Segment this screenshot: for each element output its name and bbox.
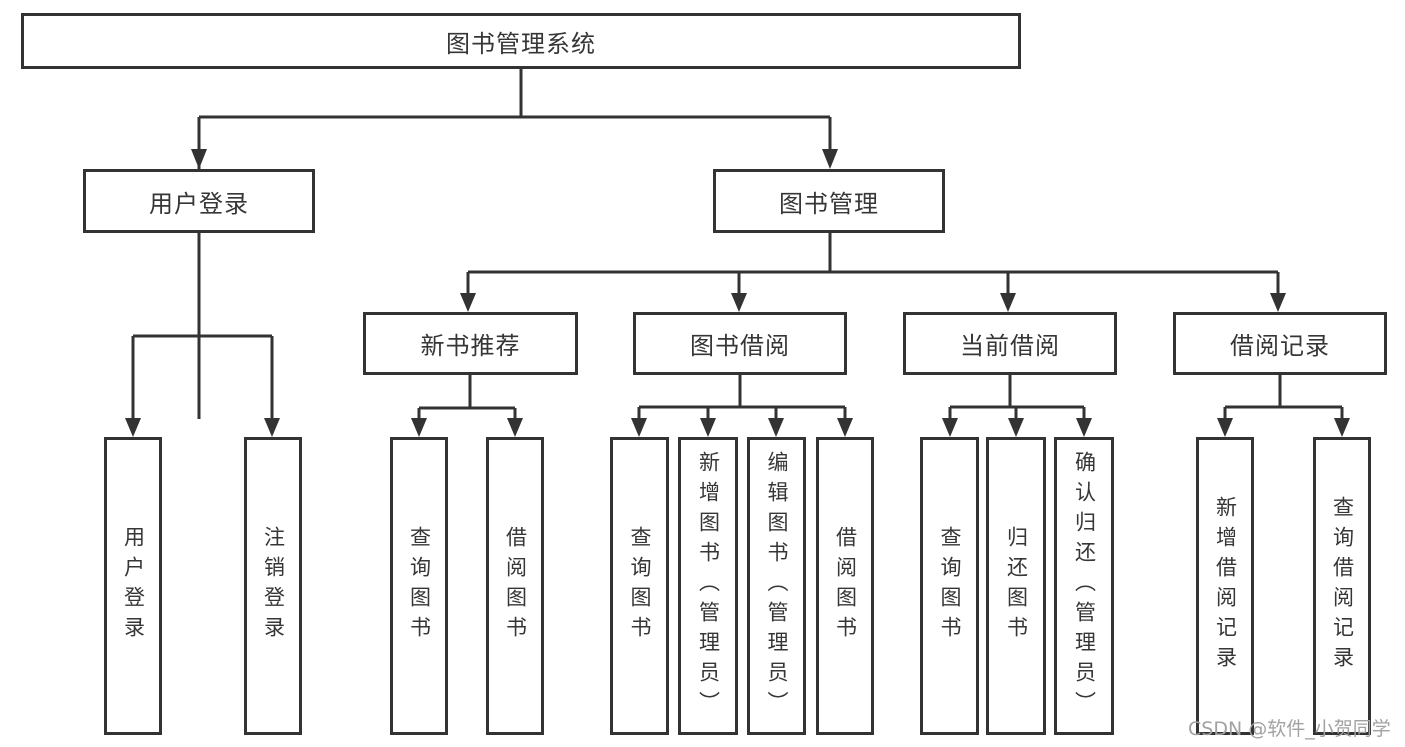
leaf-logout-label: 注销登录 <box>261 526 286 646</box>
leaf-return-book-label: 归还图书 <box>1004 526 1029 646</box>
leaf-borrow-book-label: 借阅图书 <box>833 526 858 646</box>
leaf-borrow-book: 借阅图书 <box>816 437 874 735</box>
leaf-edit-book-admin: 编辑图书（管理员） <box>747 437 806 735</box>
node-book-borrow: 图书借阅 <box>633 312 847 375</box>
leaf-query-book-current-label: 查询图书 <box>938 526 962 646</box>
csdn-watermark: CSDN @软件_小贺同学 <box>1188 718 1391 740</box>
leaf-query-borrow-record-label: 查询借阅记录 <box>1330 496 1355 676</box>
leaf-logout: 注销登录 <box>244 437 302 735</box>
arrow-down-icon <box>1008 418 1024 437</box>
leaf-borrow-book-recommend-label: 借阅图书 <box>503 526 528 646</box>
arrow-down-icon <box>700 418 716 437</box>
arrow-down-icon <box>460 293 476 312</box>
node-book-borrow-label: 图书借阅 <box>690 332 790 360</box>
connector-lines <box>131 69 1344 420</box>
node-root: 图书管理系统 <box>21 13 1021 69</box>
arrow-down-icon <box>731 293 747 312</box>
arrow-down-icon <box>1270 293 1286 312</box>
leaf-add-borrow-record: 新增借阅记录 <box>1196 437 1254 735</box>
node-user-login: 用户登录 <box>83 169 315 233</box>
node-book-management: 图书管理 <box>713 169 945 233</box>
arrow-down-icon <box>837 418 853 437</box>
leaf-query-book-recommend: 查询图书 <box>390 437 448 735</box>
leaf-query-book-borrow-label: 查询图书 <box>628 526 652 646</box>
leaf-add-borrow-record-label: 新增借阅记录 <box>1213 496 1238 676</box>
arrow-down-icon <box>264 418 280 437</box>
arrow-down-icon <box>1076 418 1092 437</box>
leaf-confirm-return-admin-label: 确认归还（管理员） <box>1072 451 1097 721</box>
arrow-down-icon <box>1334 418 1350 437</box>
arrow-down-icon <box>1217 418 1233 437</box>
leaf-query-book-current: 查询图书 <box>920 437 979 735</box>
leaf-edit-book-admin-label: 编辑图书（管理员） <box>765 451 789 721</box>
leaf-user-login: 用户登录 <box>104 437 162 735</box>
arrow-down-icon <box>411 418 427 437</box>
leaf-user-login-label: 用户登录 <box>121 526 146 646</box>
arrow-down-icon <box>1000 293 1016 312</box>
leaf-confirm-return-admin: 确认归还（管理员） <box>1054 437 1114 735</box>
node-root-label: 图书管理系统 <box>446 29 596 58</box>
node-borrow-record: 借阅记录 <box>1173 312 1387 375</box>
arrow-down-icon <box>768 418 784 437</box>
arrowheads <box>125 149 1350 437</box>
leaf-add-book-admin: 新增图书（管理员） <box>678 437 738 735</box>
arrow-down-icon <box>942 418 958 437</box>
leaf-return-book: 归还图书 <box>986 437 1046 735</box>
node-current-borrow: 当前借阅 <box>903 312 1117 375</box>
leaf-query-borrow-record: 查询借阅记录 <box>1313 437 1371 735</box>
arrow-down-icon <box>507 418 523 437</box>
arrow-down-icon <box>822 149 838 169</box>
node-current-borrow-label: 当前借阅 <box>960 332 1060 360</box>
node-new-book-recommend-label: 新书推荐 <box>420 332 521 360</box>
arrow-down-icon <box>631 418 647 437</box>
node-borrow-record-label: 借阅记录 <box>1230 332 1330 360</box>
node-new-book-recommend: 新书推荐 <box>363 312 578 375</box>
leaf-borrow-book-recommend: 借阅图书 <box>486 437 544 735</box>
arrow-down-icon <box>191 149 207 169</box>
node-user-login-label: 用户登录 <box>149 189 249 218</box>
node-book-management-label: 图书管理 <box>779 189 879 218</box>
leaf-add-book-admin-label: 新增图书（管理员） <box>696 451 721 721</box>
leaf-query-book-borrow: 查询图书 <box>610 437 669 735</box>
leaf-query-book-recommend-label: 查询图书 <box>407 526 432 646</box>
arrow-down-icon <box>125 418 141 437</box>
